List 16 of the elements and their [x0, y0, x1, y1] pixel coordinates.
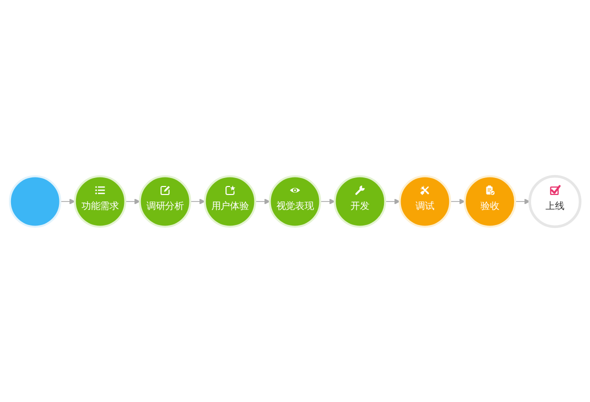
node-circle: 上线 [528, 174, 582, 228]
node-circle: 验收 [464, 174, 516, 228]
arrow [124, 198, 140, 204]
node-circle: 调研分析 [138, 174, 192, 228]
arrow [190, 198, 206, 204]
node-circle: 用户体验 [204, 174, 256, 228]
node-circle: 功能需求 [74, 174, 126, 228]
node-circle: 调试 [398, 174, 452, 228]
arrow [514, 198, 530, 204]
node-circle: 视觉表现 [268, 174, 322, 228]
node-circle: 开发 [334, 174, 386, 228]
arrow [450, 198, 465, 204]
arrow [384, 198, 400, 204]
arrow [320, 198, 336, 204]
node-circle [8, 174, 62, 228]
arrow [254, 198, 270, 204]
